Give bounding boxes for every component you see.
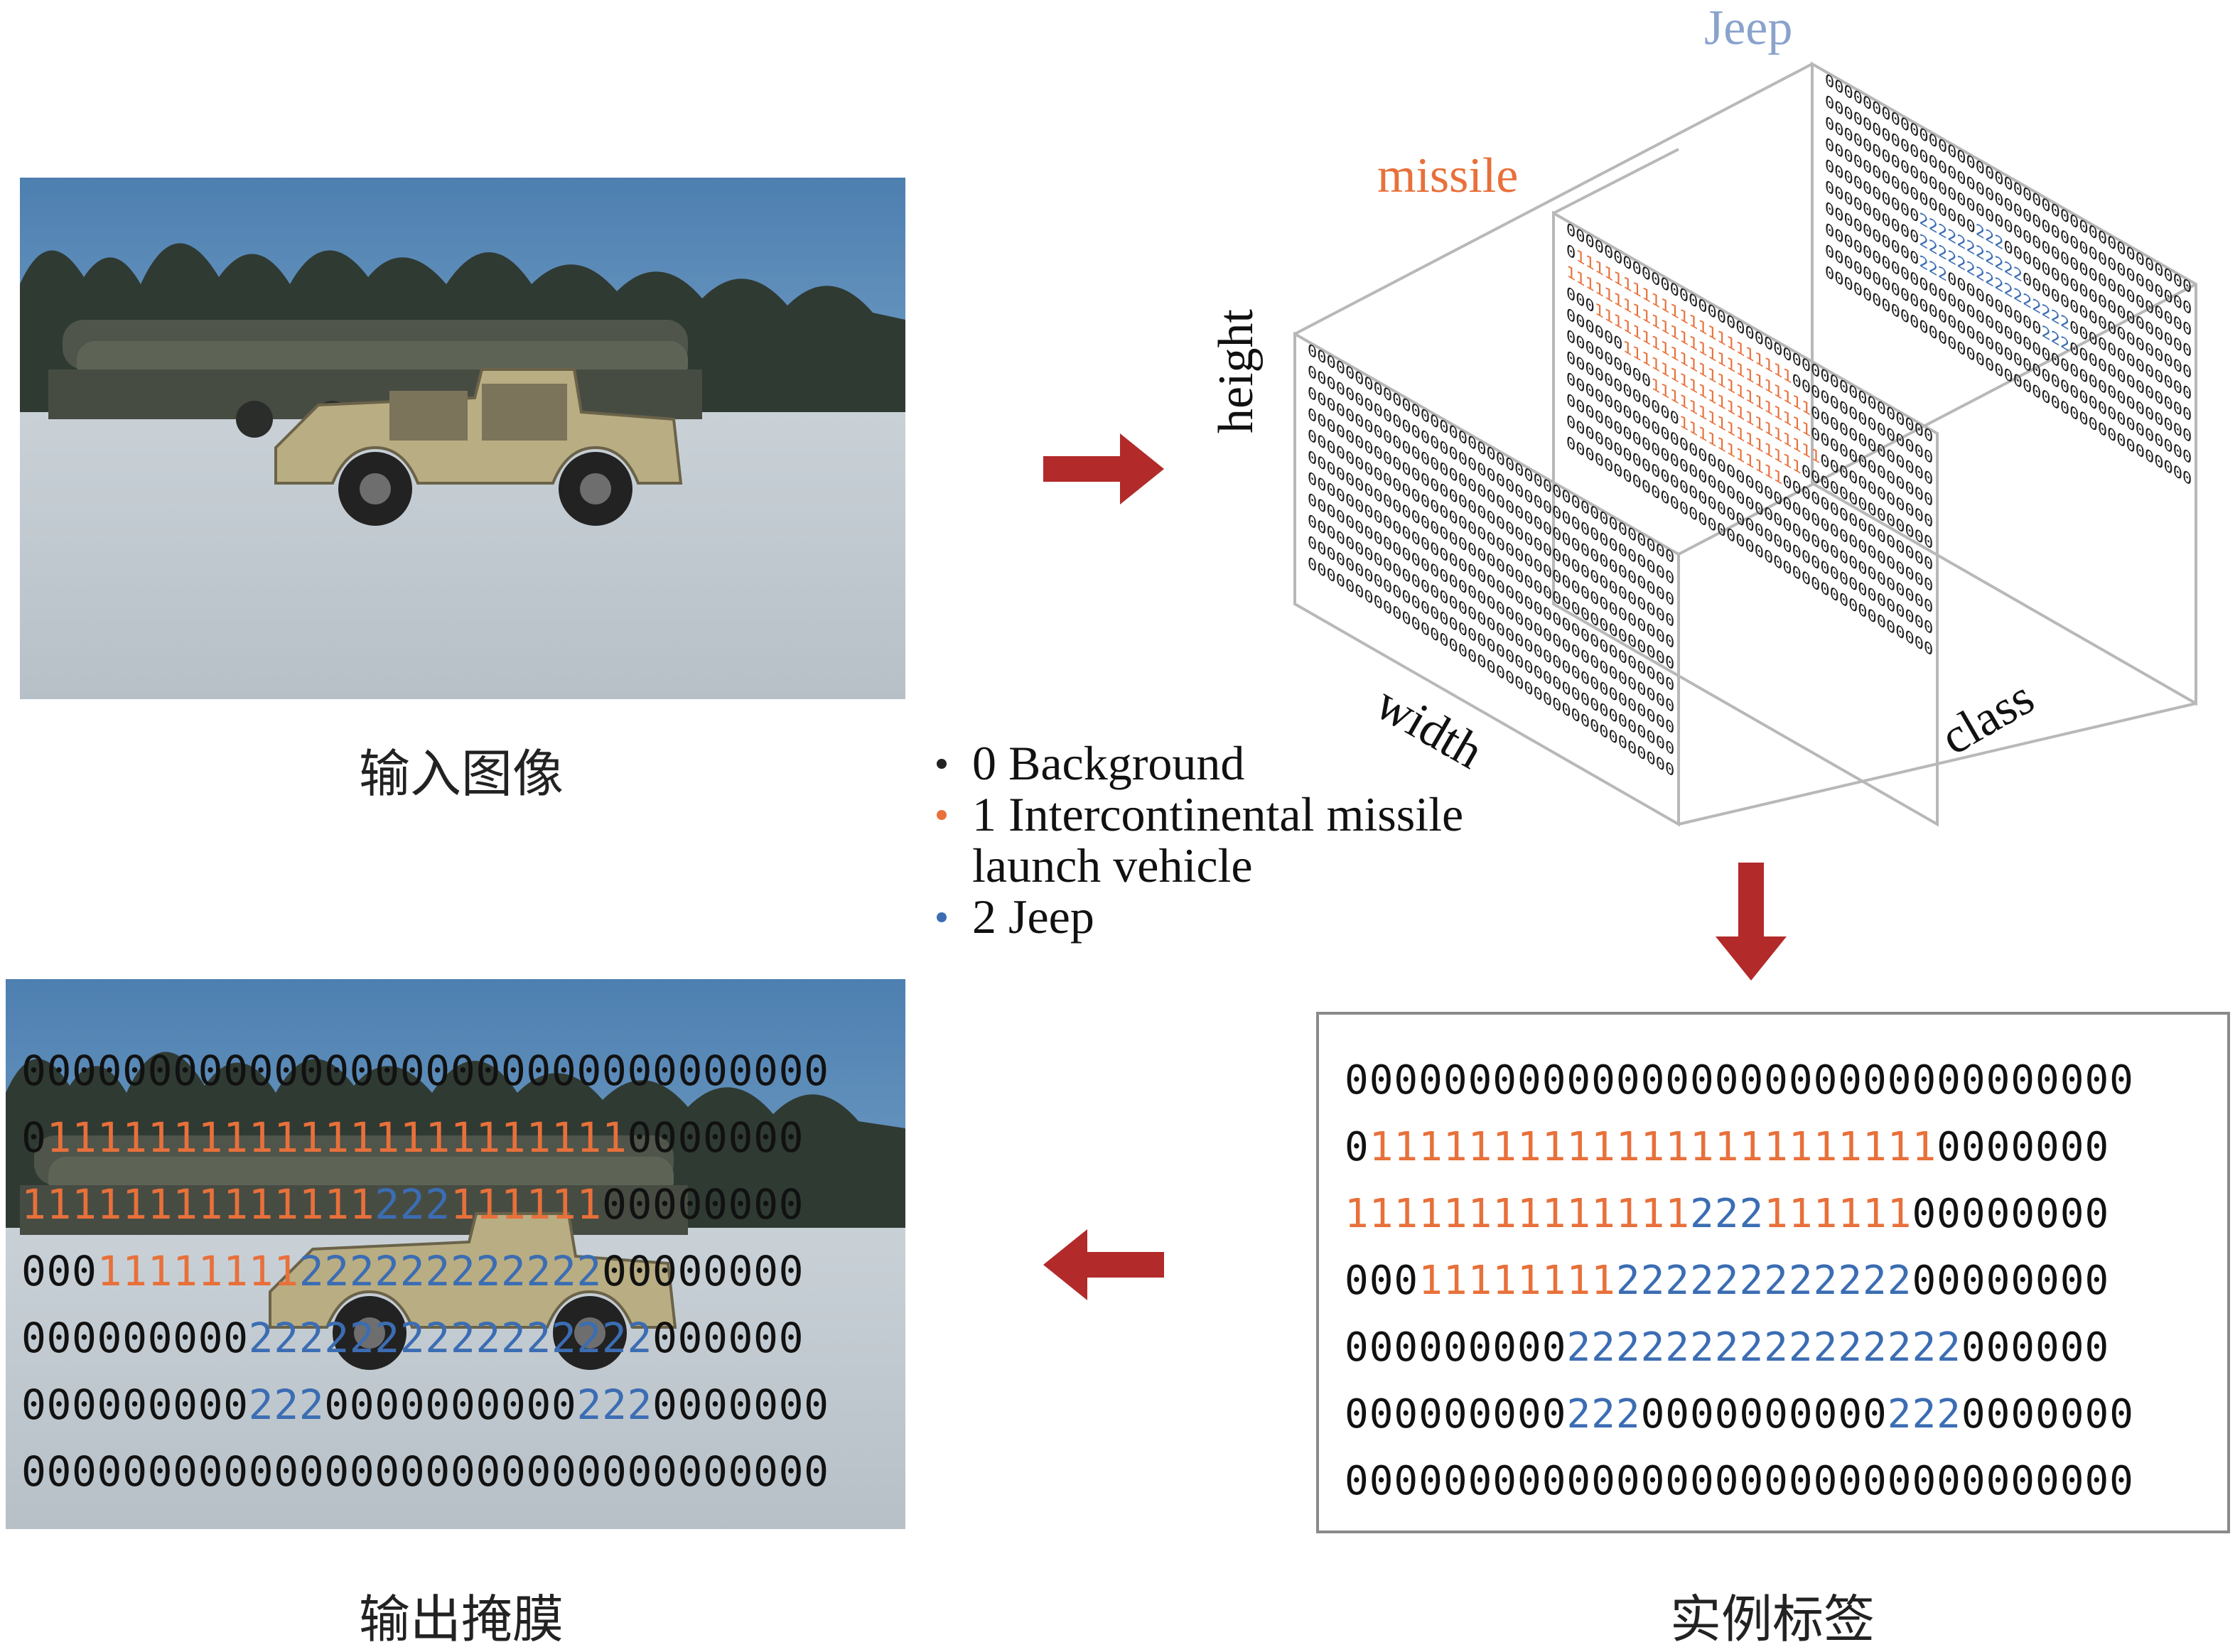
grid-row: 0000000002222222222222222000000 xyxy=(21,1305,829,1371)
grid-segment-class-0: 00000000 xyxy=(601,1180,804,1229)
grid-segment-class-0: 00000000000000000000000000000000 xyxy=(1345,1057,2134,1103)
grid-segment-class-0: 0000000 xyxy=(1937,1124,2110,1170)
arrow-down-icon xyxy=(1716,863,1787,981)
diagram-label-missile: missile xyxy=(1377,149,1519,203)
grid-segment-class-0: 0000000 xyxy=(1961,1391,2134,1437)
grid-segment-class-2: 2222222222222222 xyxy=(1566,1324,1961,1371)
grid-segment-class-0: 000000 xyxy=(652,1314,804,1362)
grid-segment-class-0: 0000000000 xyxy=(1640,1391,1888,1437)
grid-segment-class-2: 222222222222 xyxy=(298,1247,602,1295)
grid-segment-class-0: 000000000 xyxy=(1345,1391,1567,1437)
grid-segment-class-2: 222 xyxy=(1566,1391,1641,1437)
legend-dot-icon xyxy=(937,810,947,820)
arrow-left-icon xyxy=(1043,1229,1164,1300)
caption-output-mask: 输出掩膜 xyxy=(359,1589,564,1649)
grid-segment-class-1: 11111111111111 xyxy=(21,1180,375,1229)
grid-segment-class-0: 00000000000000000000000000000000 xyxy=(21,1047,829,1095)
legend-item-missile-cont: launch vehicle xyxy=(931,840,1463,891)
legend-item-background: 0 Background xyxy=(931,738,1463,789)
grid-segment-class-1: 11111111 xyxy=(1418,1258,1616,1304)
grid-row: 00000000000000000000000000000000 xyxy=(1345,1448,2134,1515)
grid-segment-class-1: 11111111 xyxy=(97,1247,299,1295)
grid-segment-class-0: 000 xyxy=(21,1247,97,1295)
grid-row: 00000000000000000000000000000000 xyxy=(1345,1047,2134,1114)
grid-row: 0000000002222222222222222000000 xyxy=(1345,1314,2134,1381)
legend-item-missile: 1 Intercontinental missile xyxy=(931,789,1463,840)
grid-row: 0001111111122222222222200000000 xyxy=(21,1238,829,1305)
legend-text: launch vehicle xyxy=(972,838,1253,892)
arrow-right-icon xyxy=(1043,433,1164,504)
grid-segment-class-2: 2222222222222222 xyxy=(248,1314,652,1362)
grid-row: 00000000022200000000002220000000 xyxy=(1345,1381,2134,1448)
legend: 0 Background 1 Intercontinental missile … xyxy=(931,738,1463,942)
grid-segment-class-1: 111111 xyxy=(450,1180,602,1229)
caption-instance-label: 实例标签 xyxy=(1670,1589,1875,1649)
grid-segment-class-0: 0000000 xyxy=(627,1113,804,1162)
grid-segment-class-0: 00000000000000000000000000000000 xyxy=(21,1447,829,1496)
legend-text: 1 Intercontinental missile xyxy=(972,787,1464,841)
legend-dot-icon xyxy=(937,759,947,769)
grid-segment-class-0: 00000000 xyxy=(601,1247,804,1295)
grid-segment-class-0: 0000000000 xyxy=(324,1381,577,1429)
grid-segment-class-2: 222 xyxy=(1887,1391,1961,1437)
grid-segment-class-0: 000000000 xyxy=(1345,1324,1567,1371)
input-image xyxy=(20,178,905,699)
grid-row: 00000000022200000000002220000000 xyxy=(21,1371,829,1438)
grid-segment-class-1: 11111111111111 xyxy=(1345,1191,1691,1237)
grid-segment-class-1: 11111111111111111111111 xyxy=(1369,1124,1937,1170)
grid-segment-class-0: 0000000 xyxy=(652,1381,829,1429)
legend-dot-icon xyxy=(937,912,947,922)
grid-row: 00000000000000000000000000000000 xyxy=(21,1438,829,1505)
grid-row: 1111111111111122211111100000000 xyxy=(21,1171,829,1238)
grid-row: 00000000000000000000000000000000 xyxy=(21,1037,829,1104)
grid-segment-class-1: 111111 xyxy=(1764,1191,1912,1237)
grid-segment-class-1: 11111111111111111111111 xyxy=(46,1113,628,1162)
grid-segment-class-0: 0 xyxy=(1345,1124,1369,1170)
legend-text: 0 Background xyxy=(972,736,1245,790)
grid-segment-class-2: 222 xyxy=(1690,1191,1765,1237)
grid-segment-class-0: 000000 xyxy=(1961,1324,2110,1371)
grid-segment-class-0: 00000000 xyxy=(1912,1191,2110,1237)
grid-row: 1111111111111122211111100000000 xyxy=(1345,1181,2134,1248)
grid-segment-class-2: 222 xyxy=(375,1180,451,1229)
grid-segment-class-0: 000 xyxy=(1345,1258,1419,1304)
legend-item-jeep: 2 Jeep xyxy=(931,891,1463,942)
grid-row: 0111111111111111111111110000000 xyxy=(21,1104,829,1171)
grid-segment-class-0: 0 xyxy=(21,1113,47,1162)
grid-segment-class-0: 000000000 xyxy=(21,1314,249,1362)
grid-segment-class-0: 000000000 xyxy=(21,1381,249,1429)
caption-input-image: 输入图像 xyxy=(359,744,564,804)
diagram-label-jeep: Jeep xyxy=(1704,1,1793,55)
axis-label-height: height xyxy=(1209,309,1264,433)
grid-row: 0001111111122222222222200000000 xyxy=(1345,1248,2134,1314)
grid-segment-class-2: 222 xyxy=(576,1381,652,1429)
legend-text: 2 Jeep xyxy=(972,890,1094,944)
grid-segment-class-2: 222 xyxy=(248,1381,325,1429)
grid-segment-class-0: 00000000000000000000000000000000 xyxy=(1345,1458,2134,1504)
grid-row: 0111111111111111111111110000000 xyxy=(1345,1114,2134,1181)
grid-segment-class-2: 222222222222 xyxy=(1615,1258,1912,1304)
class-volume-diagram: 000000000000000000000000000000000000000 … xyxy=(1293,61,2197,827)
grid-segment-class-0: 00000000 xyxy=(1912,1258,2110,1304)
